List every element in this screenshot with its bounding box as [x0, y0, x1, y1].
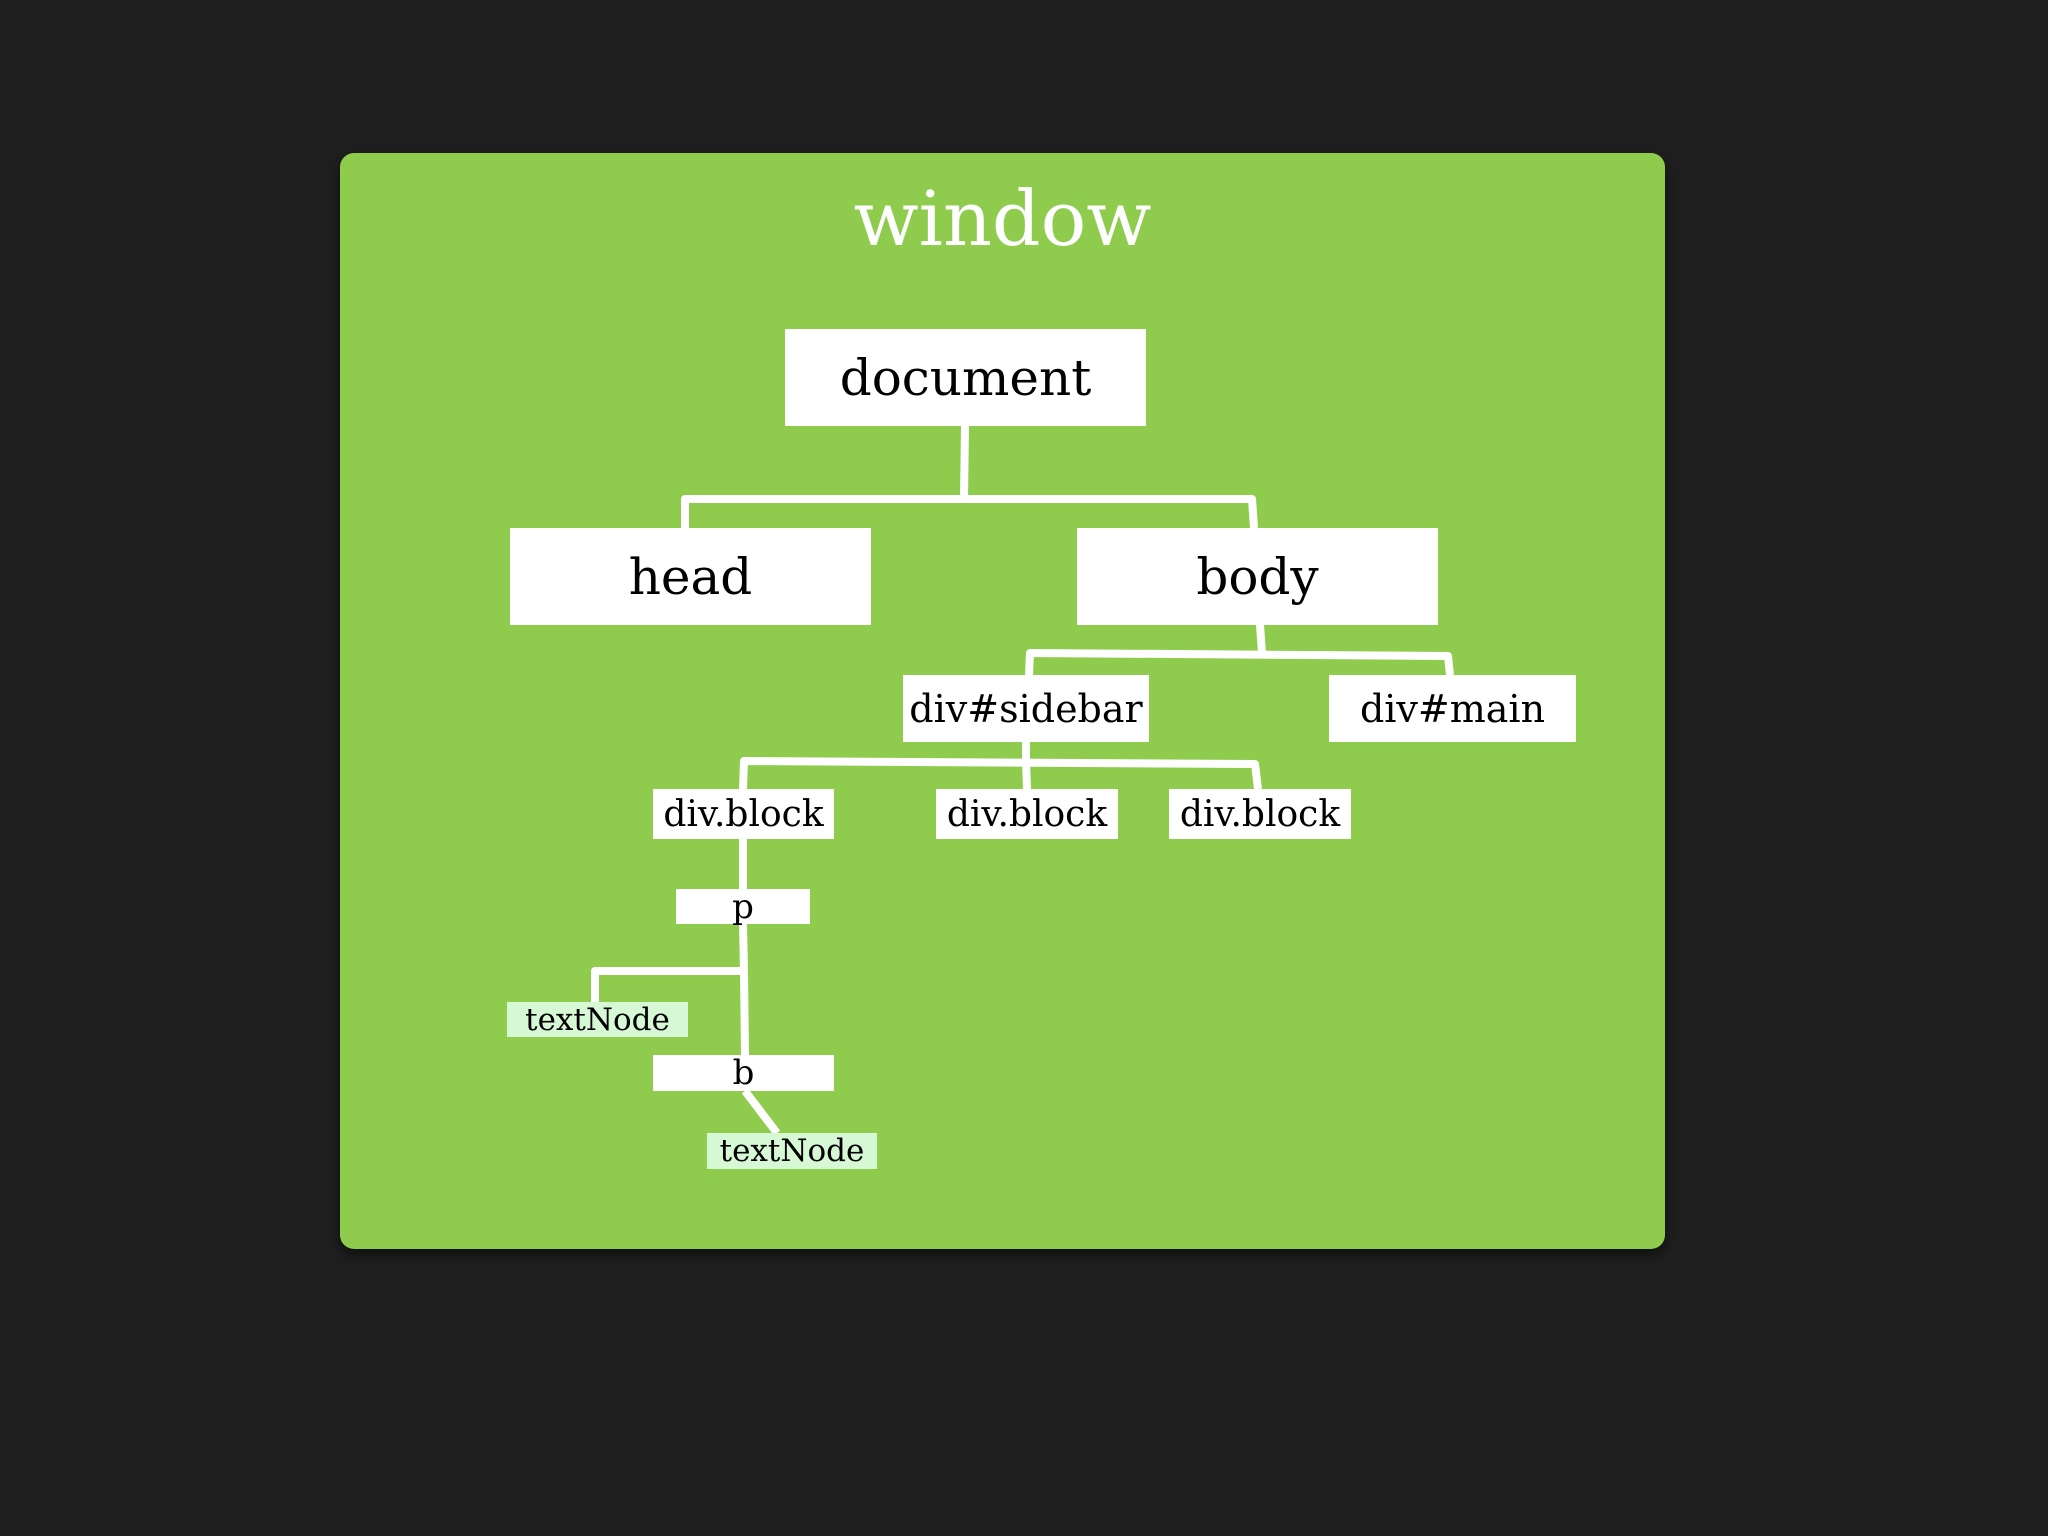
edge-document-children	[681, 425, 1258, 529]
node-div-block-1: div.block	[653, 789, 834, 839]
tree-connectors	[591, 425, 1454, 1136]
node-b: b	[653, 1053, 834, 1093]
node-text-node-1: textNode	[507, 1002, 688, 1038]
node-div-main: div#main	[1329, 675, 1576, 742]
node-div-sidebar: div#sidebar	[903, 675, 1149, 742]
edge-p-children	[591, 923, 749, 1056]
node-text-node-2: textNode	[707, 1133, 877, 1169]
window-title: window	[853, 174, 1152, 263]
window-panel: window document head body div#sidebar di…	[340, 153, 1665, 1249]
node-div-block-2: div.block	[936, 789, 1118, 839]
node-document: document	[785, 329, 1146, 426]
edge-b-to-textnode	[741, 1088, 781, 1136]
edge-body-children	[1025, 624, 1454, 676]
edge-sidebar-children	[739, 742, 1262, 790]
node-p: p	[676, 887, 810, 927]
node-div-block-3: div.block	[1169, 789, 1351, 839]
node-body: body	[1077, 528, 1438, 625]
node-head: head	[510, 528, 871, 625]
